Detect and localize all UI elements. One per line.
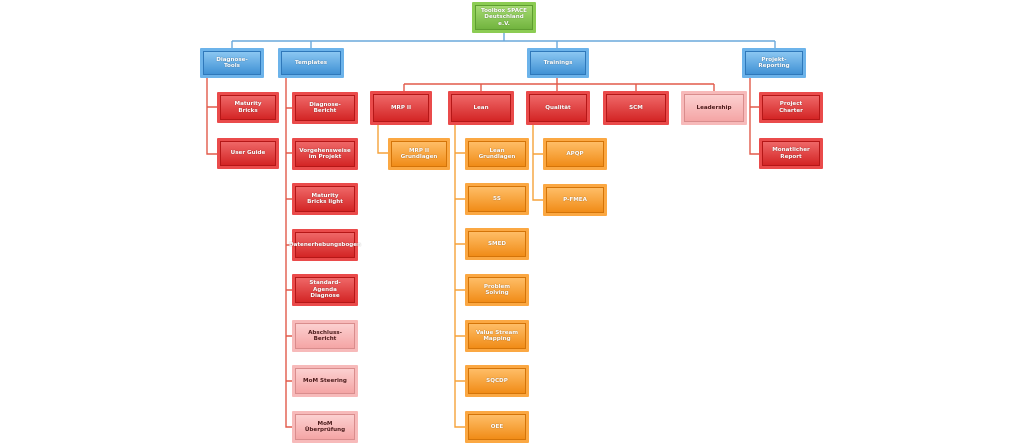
node-mrp-ii-grundlagen[interactable]: MRP II Grundlagen xyxy=(388,138,450,170)
connector-templates xyxy=(285,78,292,428)
node-label: SCM xyxy=(629,104,643,111)
node-qualitaet[interactable]: Qualität xyxy=(526,91,590,125)
node-oee[interactable]: OEE xyxy=(465,411,529,443)
node-5s[interactable]: 5S xyxy=(465,183,529,215)
node-label: Lean Grundlagen xyxy=(478,147,516,160)
node-value-stream-mapping[interactable]: Value Stream Mapping xyxy=(465,320,529,352)
node-label: Project Charter xyxy=(779,101,803,114)
node-label: P-FMEA xyxy=(563,196,587,203)
node-leadership[interactable]: Leadership xyxy=(681,91,747,125)
node-maturity-bricks[interactable]: Maturity Bricks xyxy=(217,92,279,123)
node-label: MoM Überprüfung xyxy=(304,420,346,433)
node-abschluss-bericht[interactable]: Abschluss-Bericht xyxy=(292,320,358,352)
node-label: Datenerhebungsbogen xyxy=(288,241,362,248)
node-label: Lean xyxy=(473,104,489,111)
node-diagnose-bericht[interactable]: Diagnose-Bericht xyxy=(292,92,358,124)
node-label: Maturity Bricks light xyxy=(307,192,343,205)
node-label: Value Stream Mapping xyxy=(475,329,519,342)
node-label: 5S xyxy=(493,195,501,202)
node-mom-ueberpruefung[interactable]: MoM Überprüfung xyxy=(292,411,358,443)
connector-lean xyxy=(454,125,465,428)
node-maturity-bricks-light[interactable]: Maturity Bricks light xyxy=(292,183,358,215)
category-label: Diagnose-Tools xyxy=(216,56,248,69)
node-label: SMED xyxy=(487,240,507,247)
node-user-guide[interactable]: User Guide xyxy=(217,138,279,169)
node-label: SQCDP xyxy=(486,377,508,384)
node-label: Diagnose-Bericht xyxy=(309,101,341,114)
node-project-charter[interactable]: Project Charter xyxy=(759,92,823,123)
category-projekt-reporting[interactable]: Projekt-Reporting xyxy=(742,48,806,78)
node-p-fmea[interactable]: P-FMEA xyxy=(543,184,607,216)
category-templates[interactable]: Templates xyxy=(278,48,344,78)
connector-projekt-reporting xyxy=(749,78,759,155)
node-label: Abschluss-Bericht xyxy=(308,329,342,342)
node-label: Vorgehensweise im Projekt xyxy=(299,147,351,160)
connector-root-categories xyxy=(231,33,776,48)
node-label: Monatlicher Report xyxy=(772,147,810,160)
node-label: Maturity Bricks xyxy=(234,101,262,114)
node-monatlicher-report[interactable]: Monatlicher Report xyxy=(759,138,823,169)
root-node[interactable]: Toolbox SPACE Deutschland e.V. xyxy=(472,2,536,33)
node-label: MRP II xyxy=(390,104,412,111)
category-diagnose-tools[interactable]: Diagnose-Tools xyxy=(200,48,264,78)
node-mrp-ii[interactable]: MRP II xyxy=(370,91,432,125)
category-trainings[interactable]: Trainings xyxy=(527,48,589,78)
node-label: Standard-Agenda Diagnose xyxy=(309,280,341,300)
root-label: Toolbox SPACE Deutschland e.V. xyxy=(481,7,527,27)
node-sqcdp[interactable]: SQCDP xyxy=(465,365,529,397)
node-label: Qualität xyxy=(545,104,571,111)
node-apqp[interactable]: APQP xyxy=(543,138,607,170)
node-datenerhebungsbogen[interactable]: Datenerhebungsbogen xyxy=(288,229,362,261)
node-label: User Guide xyxy=(230,150,266,157)
connector-trainings xyxy=(403,78,715,91)
node-label: Problem Solving xyxy=(483,283,511,296)
connector-mrp xyxy=(377,125,388,154)
connector-diagnose-tools xyxy=(206,78,217,155)
category-label: Trainings xyxy=(543,59,573,66)
node-vorgehensweise[interactable]: Vorgehensweise im Projekt xyxy=(292,138,358,170)
node-label: APQP xyxy=(566,150,584,157)
node-smed[interactable]: SMED xyxy=(465,228,529,260)
node-problem-solving[interactable]: Problem Solving xyxy=(465,274,529,306)
node-scm[interactable]: SCM xyxy=(603,91,669,125)
connector-qualitaet xyxy=(532,125,543,201)
node-label: MRP II Grundlagen xyxy=(400,147,438,160)
node-label: OEE xyxy=(490,423,504,430)
node-lean-grundlagen[interactable]: Lean Grundlagen xyxy=(465,138,529,170)
node-label: Leadership xyxy=(696,104,732,111)
node-mom-steering[interactable]: MoM Steering xyxy=(292,365,358,397)
node-lean[interactable]: Lean xyxy=(448,91,514,125)
category-label: Projekt-Reporting xyxy=(758,56,790,69)
node-label: MoM Steering xyxy=(303,377,347,384)
node-standard-agenda[interactable]: Standard-Agenda Diagnose xyxy=(292,274,358,306)
category-label: Templates xyxy=(294,59,328,66)
